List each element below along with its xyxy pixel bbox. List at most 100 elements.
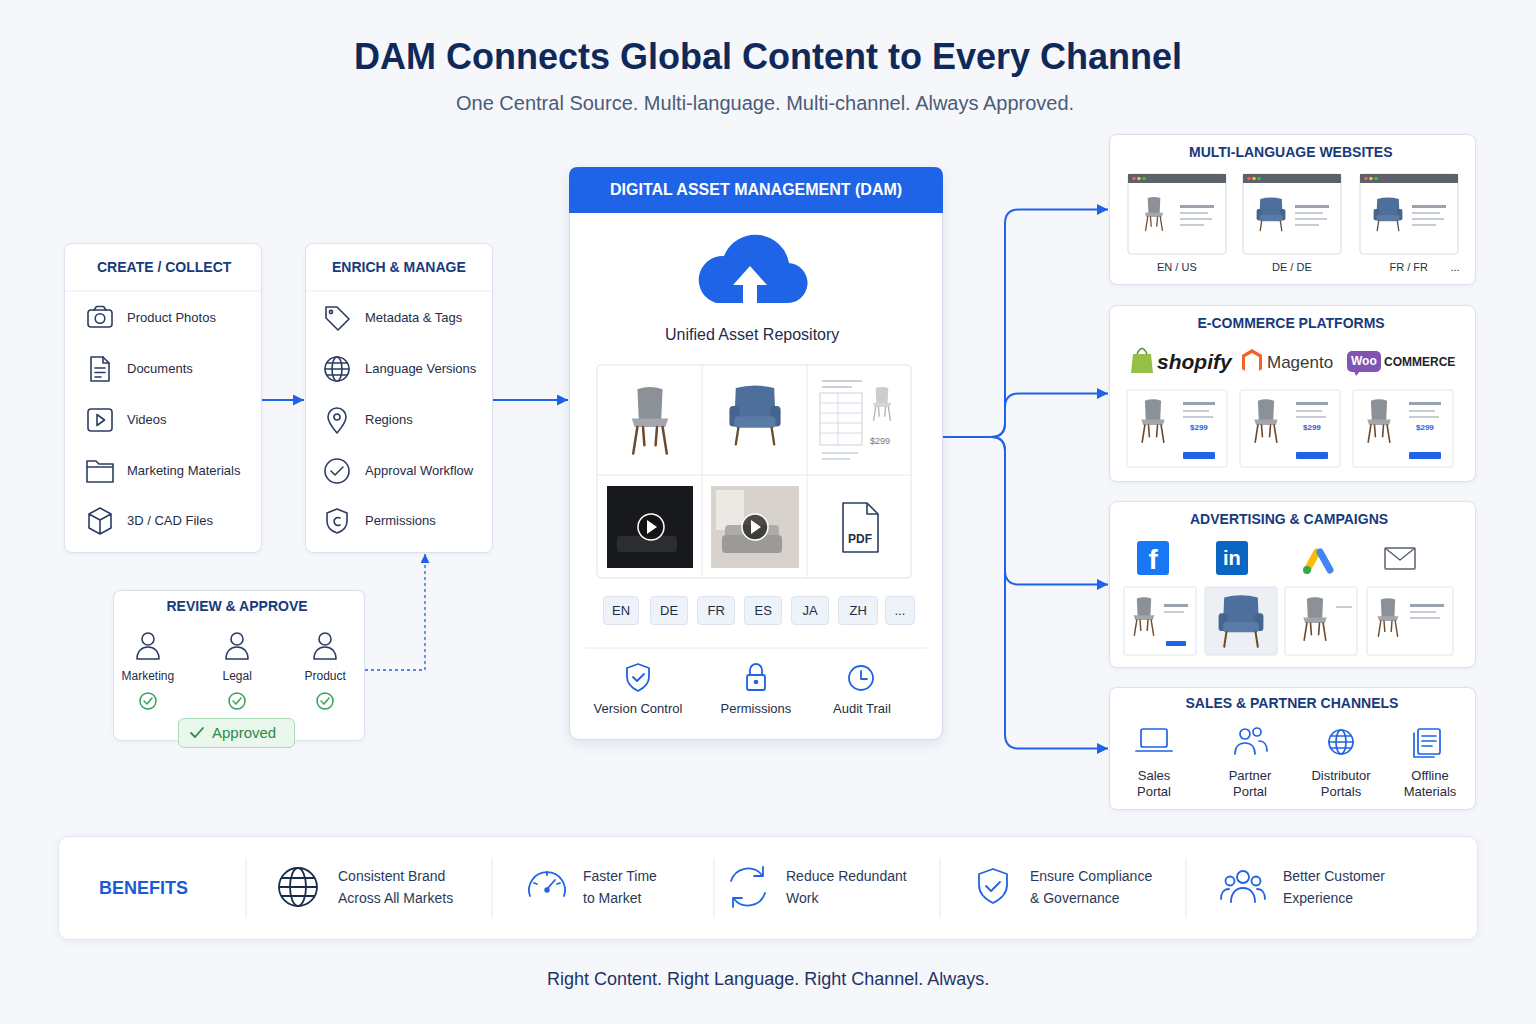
node-text: Audit Trail [833, 701, 891, 717]
spec-sheet-part [822, 380, 862, 388]
people-icon-part [1257, 889, 1265, 899]
check-icon-part [325, 459, 349, 483]
product-card-part [1254, 399, 1277, 442]
document-icon-part [91, 357, 109, 381]
node-heading: FR [708, 603, 725, 619]
woo-logo-part [1347, 351, 1381, 372]
ad-card-part [1134, 597, 1155, 635]
google-ads-logo-part [1320, 552, 1330, 570]
browser-mockup-part [1295, 224, 1319, 226]
shield-icon-part [327, 509, 347, 533]
person-icon-part [319, 633, 331, 645]
flow-arrow [943, 394, 1108, 438]
node-text: Offline Materials [1396, 768, 1464, 800]
node-heading: MULTI-LANGUAGE WEBSITES [1189, 144, 1393, 162]
language-pill: DE [650, 596, 688, 625]
node-text: FR / FR [1390, 261, 1429, 275]
video-icon-part [88, 409, 112, 431]
node-text: Better Customer Experience [1283, 865, 1399, 909]
node-heading: Approved [212, 724, 276, 743]
people-icon-part [1226, 877, 1235, 886]
people-icon [1221, 871, 1265, 902]
video-thumbnail-part [638, 514, 664, 540]
cycle-icon-part [731, 868, 762, 881]
cycle-icon-part [734, 893, 765, 906]
check-circle-part [144, 698, 152, 704]
brochure-icon-part [1418, 729, 1440, 754]
ad-card-part [1303, 597, 1326, 640]
video-thumbnail-part [647, 520, 657, 534]
spec-sheet-part-part [822, 386, 852, 388]
mail-icon-part [1385, 548, 1415, 560]
create-icons-part [87, 307, 113, 535]
document-icon-part [95, 357, 109, 377]
browser-mockup-part [1412, 205, 1446, 208]
browser-mockup-part [1180, 224, 1204, 226]
spec-sheet-part [822, 452, 858, 454]
node-text: Woo [1351, 354, 1377, 369]
product-card-part [1409, 452, 1441, 459]
node-text: Permissions [365, 513, 436, 529]
benefit-icons-part-part [246, 858, 247, 918]
ad-card-part [1164, 611, 1184, 613]
language-pill: ... [885, 596, 915, 625]
pdf-icon-part [867, 503, 878, 514]
shield-icon [327, 509, 347, 533]
check-circle [140, 693, 156, 709]
node-text: Legal [223, 669, 252, 684]
browser-mockup-part [1295, 218, 1327, 220]
node-text: Documents [127, 361, 193, 377]
node-heading: BENEFITS [99, 877, 188, 900]
check-circle-part [140, 693, 156, 709]
browser-mockup [1360, 174, 1458, 254]
globe-icon-part [325, 363, 349, 375]
benefit-icons-part-part [1186, 858, 1187, 918]
node-heading: CREATE / COLLECT [97, 259, 231, 277]
ad-card-part [1410, 604, 1444, 607]
product-card-part [1409, 416, 1439, 418]
product-card-part [1409, 402, 1441, 405]
node-text: Reduce Redundant Work [786, 865, 916, 909]
person-icon-part [314, 647, 336, 659]
video-thumbnail-part [716, 490, 744, 530]
shopify-logo [1131, 349, 1153, 374]
people-icon-part [1231, 888, 1255, 902]
google-ads-logo-part [1307, 552, 1317, 570]
flow-arrow [262, 399, 304, 401]
folder-icon [87, 461, 113, 482]
browser-mockup-part [1252, 177, 1256, 181]
check-circle-part [229, 693, 245, 709]
asset-grid [597, 365, 911, 578]
asset-grid-part [597, 365, 911, 578]
cycle-icon [731, 867, 765, 907]
reviewer-icons-part [140, 693, 333, 709]
node-heading: JA [803, 603, 818, 619]
partner-icon-part [1259, 741, 1267, 751]
shield-check-icon-part [986, 882, 1000, 891]
video-icon-part [97, 415, 105, 426]
pin-icon-part [328, 408, 346, 433]
globe-icon-part [1336, 730, 1346, 754]
woo-logo [1347, 351, 1381, 376]
ad-card-part [1166, 641, 1186, 646]
pin-icon-part [334, 414, 340, 420]
product-card-part [1353, 390, 1453, 467]
armchair-photo [729, 386, 780, 445]
browser-mockup-part [1364, 177, 1368, 181]
browser-mockup-part [1412, 212, 1440, 214]
product-card-part [1183, 416, 1213, 418]
cube-icon-part [89, 508, 111, 534]
magento-logo [1242, 349, 1262, 371]
clock-icon [849, 666, 873, 690]
node-text: Version Control [594, 701, 683, 717]
tag-icon [326, 307, 349, 330]
globe-icon-part [1329, 730, 1353, 754]
flow-arrow [493, 399, 568, 401]
clock-icon-part [861, 671, 867, 679]
check-circle [229, 693, 245, 709]
lock-icon-part [750, 664, 762, 675]
laptop-icon-part [1136, 750, 1172, 752]
globe-icon-part [325, 357, 349, 381]
check-circle-part [233, 698, 241, 704]
